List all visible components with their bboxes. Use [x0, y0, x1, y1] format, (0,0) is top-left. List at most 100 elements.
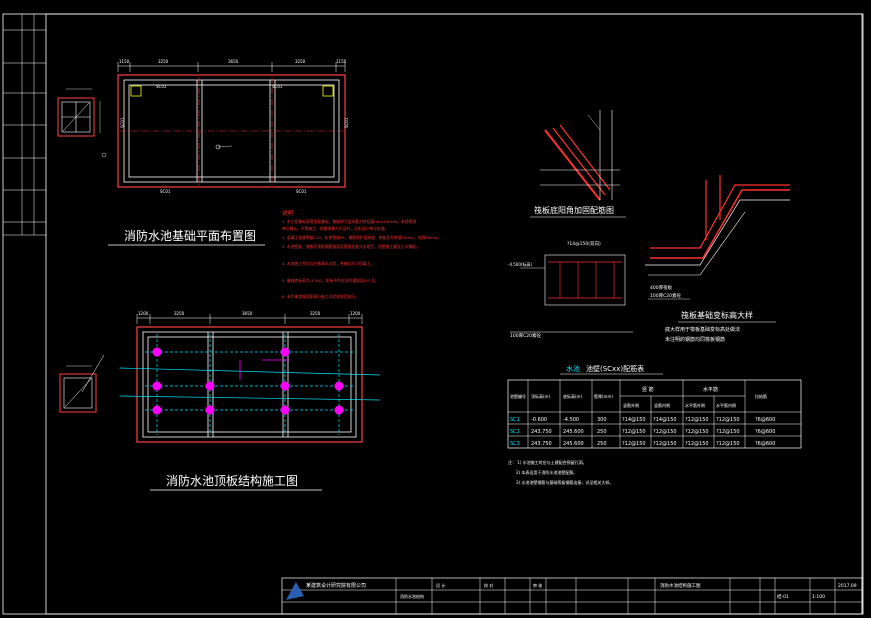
- elev-label: -4.500(标高): [508, 261, 532, 267]
- row2-c1: 243.750: [531, 441, 552, 447]
- row1-c4: ?12@150: [622, 429, 646, 435]
- company-logo-icon: [286, 582, 304, 600]
- key-plan-1: [57, 88, 107, 158]
- tb-sheet-no: 结-01: [777, 593, 789, 600]
- tb-project: 消防水池结构: [400, 593, 424, 599]
- plan-label-5: SC01: [344, 117, 349, 128]
- table-title-white: 池壁(SCxx)配筋表: [586, 364, 644, 373]
- table-title-cyan: 水池: [566, 364, 580, 373]
- table-note-2: 3) 水池池壁钢筋与基础筏板钢筋连接，详见相关大样。: [516, 479, 613, 485]
- roof-plan: 1200 3250 3650 3250 1200: [119, 311, 381, 491]
- section-label-bottom: 100厚C20素砼: [510, 332, 541, 339]
- plan-label-0: SC01: [156, 84, 167, 89]
- row1-c2: 245.600: [563, 429, 584, 435]
- roof-dim-3: 3250: [310, 311, 321, 316]
- plan-dim-2: 3650: [228, 59, 239, 64]
- row2-c7: ?12@150: [716, 441, 740, 447]
- row2-c2: 245.600: [563, 441, 584, 447]
- tb-checker: 校 对: [484, 582, 493, 588]
- th-7: 水平筋内侧: [716, 402, 736, 408]
- note-3: 3. 水池壁板、底板及顶板钢筋锚固及搭接长度详见规范，池壁施工缝设止水钢板。: [282, 244, 420, 249]
- tb-company: 某建筑设计研究院有限公司: [306, 582, 366, 589]
- row0-c3: 300: [597, 417, 607, 423]
- note-4: 4. 水池施工完毕后应做满水试验，合格后方可回填土。: [282, 261, 374, 266]
- row1-c6: ?12@150: [685, 429, 709, 435]
- foundation-plan: 1150 3250 3650 3250 1150 SC01 SC01 SC01 …: [108, 59, 349, 246]
- tb-drawing-name: 消防水池结构施工图: [660, 582, 701, 589]
- row0-c8: ?6@600: [755, 417, 775, 423]
- detail-step-foundation: 400厚筏板 100厚C20素砼 筏板基础变标高大样 底大样用于筏板基础变标高处…: [645, 175, 790, 343]
- notes-title: 说明: [282, 209, 294, 217]
- row0-c4: ?14@150: [622, 417, 646, 423]
- plan-dim-1: 3250: [158, 59, 169, 64]
- row1-c0: SC2: [510, 429, 520, 435]
- th-4: 竖筋外侧: [623, 402, 639, 408]
- roof-dim-0: 1200: [138, 311, 149, 316]
- row0-c0: SC1: [510, 417, 520, 423]
- key-plan-2: [59, 354, 105, 413]
- th-0: 池壁编号: [510, 393, 526, 399]
- note-1: 单位确认，不得施工；地基承载力不足时，应由设计单位处理。: [282, 226, 388, 231]
- note-2: 2. 混凝土强度等级C30，抗渗等级P6，钢筋保护层厚度：底板及外侧墙50mm，…: [282, 235, 441, 240]
- detail-label-b: 100厚C20素砼: [650, 292, 681, 299]
- plan-label-4: SC01: [120, 117, 125, 128]
- detail-corner-reinforcement: 筏板底阳角加固配筋图: [530, 110, 626, 218]
- detail-label-a: 400厚筏板: [650, 284, 673, 291]
- row2-c5: ?12@150: [653, 441, 677, 447]
- section-label-top: ?14@150(双向): [567, 240, 601, 247]
- plan-dim-4: 1150: [336, 59, 347, 64]
- plan-dim-3: 3250: [295, 59, 306, 64]
- plan-label-1: SC01: [272, 84, 283, 89]
- title-block: 某建筑设计研究院有限公司 消防水池结构 设 计 校 对 审 核 消防水池结构施工…: [281, 577, 863, 615]
- row1-c1: 243.750: [531, 429, 552, 435]
- th-3: 壁厚(mm): [594, 393, 613, 399]
- plan-label-2: SC01: [160, 189, 171, 194]
- row2-c3: 250: [597, 441, 607, 447]
- tb-designer: 设 计: [436, 582, 445, 588]
- row2-c8: ?6@600: [755, 441, 775, 447]
- row2-c0: SC3: [510, 441, 520, 447]
- row0-c1: -0.600: [531, 417, 547, 423]
- table-note-1: 2) 本表适用于消防水池池壁配筋。: [516, 469, 577, 475]
- plan-dim-0: 1150: [119, 59, 130, 64]
- note-6: 6. 未尽事宜按国家现行施工及验收规范执行。: [282, 294, 359, 299]
- tgh-1: 水平筋: [703, 386, 718, 393]
- detail2-title: 筏板基础变标高大样: [681, 310, 753, 320]
- row0-c6: ?12@150: [685, 417, 709, 423]
- note-5: 5. 基础底标高为-4.500，如有不符应及时通知设计人员。: [282, 278, 379, 283]
- roof-dim-4: 1200: [350, 311, 361, 316]
- detail1-title: 筏板底阳角加固配筋图: [534, 205, 614, 215]
- table-note-0: 注： 1) 水池施工时应与土建配合预留孔洞。: [508, 459, 587, 465]
- tb-scale: 1:100: [812, 594, 825, 600]
- row1-c8: ?6@600: [755, 429, 775, 435]
- roof-title: 消防水池顶板结构施工图: [166, 473, 298, 488]
- th-1: 顶标高(m): [531, 393, 550, 399]
- roof-dim-1: 3250: [174, 311, 185, 316]
- note-0: 1. 本工程基础采用筏板基础，基础持力层承载力特征值fak≥150kPa，未经检…: [282, 219, 416, 224]
- row0-c5: ?14@150: [653, 417, 677, 423]
- section-detail: ?14@150(双向) -4.500(标高) 100厚C20素砼: [508, 240, 633, 339]
- binding-strip: [3, 14, 46, 236]
- row0-c2: -4.500: [563, 417, 579, 423]
- roof-dim-2: 3650: [242, 311, 253, 316]
- row1-c5: ?12@150: [653, 429, 677, 435]
- row0-c7: ?12@150: [716, 417, 740, 423]
- row2-c6: ?12@150: [685, 441, 709, 447]
- row1-c3: 250: [597, 429, 607, 435]
- tgh-0: 竖 筋: [642, 386, 654, 393]
- plan-label-3: SC01: [296, 189, 307, 194]
- detail2-note2: 未注明的钢筋均同筏板钢筋: [665, 336, 725, 343]
- tb-approver: 审 核: [533, 582, 542, 588]
- th-8: 拉结筋: [755, 393, 767, 399]
- th-6: 水平筋外侧: [685, 402, 705, 408]
- plan-title: 消防水池基础平面布置图: [124, 228, 256, 243]
- notes-block: 说明 1. 本工程基础采用筏板基础，基础持力层承载力特征值fak≥150kPa，…: [282, 209, 441, 299]
- tb-date: 2017.09: [838, 583, 857, 589]
- row1-c7: ?12@150: [716, 429, 740, 435]
- wall-reinforcement-table: 水池 池壁(SCxx)配筋表 池壁编号 顶标高(m) 底标高(m) 壁厚(mm)…: [507, 364, 802, 485]
- th-5: 竖筋内侧: [654, 402, 670, 408]
- detail2-note1: 底大样用于筏板基础变标高处做法: [665, 326, 740, 333]
- th-2: 底标高(m): [563, 393, 582, 399]
- row2-c4: ?12@150: [622, 441, 646, 447]
